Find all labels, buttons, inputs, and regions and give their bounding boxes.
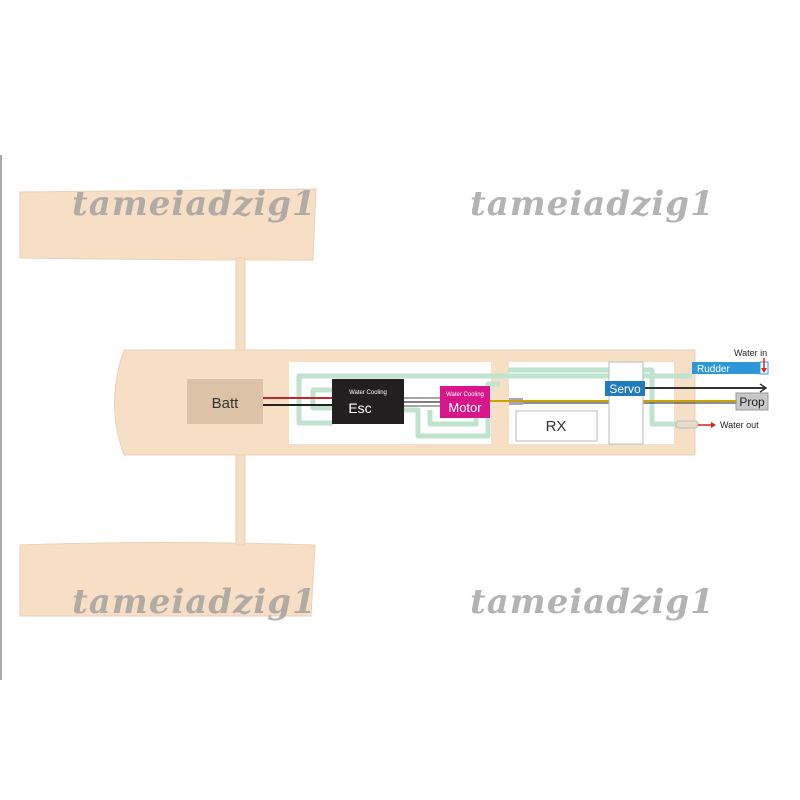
esc-block [332,379,404,424]
lower-sponson [19,542,316,617]
water-out-label: Water out [720,420,759,430]
lower-strut [235,454,246,546]
battery-label: Batt [212,395,240,412]
servo-block [605,381,645,396]
watermark-bottom-left: tameiadzig1 [72,582,317,622]
water-out-arrow-head [711,422,716,428]
water-outlet-tube [675,420,699,429]
esc-subtitle: Water Cooling [349,390,387,396]
watermark-bottom-right: tameiadzig1 [470,582,715,622]
motor-title: Motor [448,400,482,415]
watermark-top-left: tameiadzig1 [72,184,317,224]
motor-block [440,386,490,418]
battery-wires [263,397,332,406]
rudder-block [692,362,766,374]
receiver-block [515,410,598,442]
upper-sponson [19,188,317,261]
water-in-label: Water in [734,348,767,358]
servo-housing [608,361,644,445]
upper-strut [235,257,246,353]
battery-block [187,379,263,424]
motor-subtitle: Water Cooling [446,392,484,398]
linkage-end-icon [759,383,768,393]
water-in-arrow-head [761,368,767,373]
receiver-label: RX [546,418,567,435]
servo-label: Servo [609,382,641,396]
prop-label: Prop [739,395,765,409]
rudder-label: Rudder [697,364,730,375]
esc-motor-wires [404,397,440,407]
prop-block [735,392,769,411]
watermark-top-right: tameiadzig1 [470,184,715,224]
esc-title: Esc [348,400,371,416]
